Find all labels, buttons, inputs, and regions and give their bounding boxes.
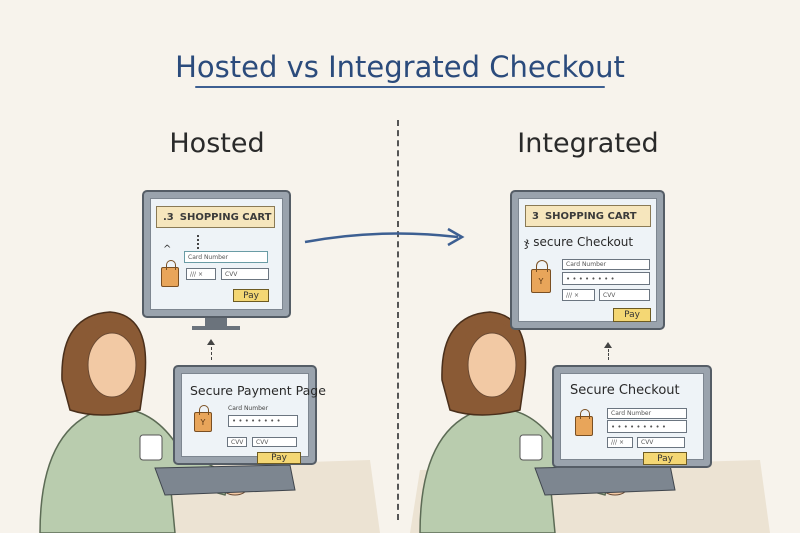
hosted-shop-monitor: .3 SHOPPING CART ^ Card Number /// × CVV… xyxy=(142,190,291,318)
integrated-checkout-monitor: Secure Checkout Card Number • • • • • • … xyxy=(552,365,712,468)
page-title: Hosted vs Integrated Checkout xyxy=(175,50,625,84)
pay-button[interactable]: Pay xyxy=(643,452,687,465)
hosted-heading: Hosted xyxy=(169,128,265,159)
checkout-title: Secure Checkout xyxy=(570,383,680,398)
cvv-input[interactable]: CVV xyxy=(599,289,650,301)
card-number-input[interactable]: • • • • • • • • xyxy=(228,415,298,427)
monitor-stand xyxy=(205,318,227,326)
pay-button[interactable]: Pay xyxy=(613,308,651,322)
shopping-bag-icon xyxy=(161,259,179,287)
expiry-input[interactable]: /// × xyxy=(607,437,633,448)
card-number-input[interactable]: Card Number xyxy=(562,259,650,270)
cvv-input[interactable]: CVV xyxy=(221,268,269,280)
payment-page-title: Secure Payment Page xyxy=(190,383,326,398)
flow-arrow xyxy=(304,227,465,247)
integrated-heading: Integrated xyxy=(517,128,659,159)
card-masked-input[interactable]: • • • • • • • • • xyxy=(607,420,687,433)
illustration-people xyxy=(39,311,770,533)
redirect-dots xyxy=(197,235,199,249)
cart-icon: .3 xyxy=(163,211,174,223)
cart-label: SHOPPING CART xyxy=(544,210,637,222)
cart-bar: .3 SHOPPING CART xyxy=(156,206,275,228)
expiry-input[interactable]: /// × xyxy=(186,268,216,280)
pay-button[interactable]: Pay xyxy=(257,452,301,464)
pay-button[interactable]: Pay xyxy=(233,289,269,302)
divider xyxy=(397,120,399,520)
title-underline xyxy=(195,86,605,88)
cvv-label-box: CVV xyxy=(227,437,247,447)
secure-checkout-label: ჯ secure Checkout xyxy=(524,235,634,249)
mug-icon xyxy=(139,434,163,461)
cart-icon: 3 xyxy=(532,210,539,222)
cart-label: SHOPPING CART xyxy=(179,211,272,223)
lock-icon: Y xyxy=(194,404,212,432)
cvv-input[interactable]: CVV xyxy=(252,437,297,447)
up-arrow-icon xyxy=(207,339,215,360)
caret-icon: ^ xyxy=(163,244,172,255)
card-number-label: Card Number xyxy=(228,405,269,412)
integrated-shop-monitor: 3 SHOPPING CART ჯ secure Checkout Y Card… xyxy=(510,190,665,330)
card-masked-input[interactable]: • • • • • • • • xyxy=(562,272,650,285)
secure-icon: ჯ xyxy=(524,235,534,249)
card-number-input[interactable]: Card Number xyxy=(184,251,268,263)
card-number-input[interactable]: Card Number xyxy=(607,408,687,419)
lock-icon: Y xyxy=(531,260,551,293)
cart-bar: 3 SHOPPING CART xyxy=(525,205,651,227)
keyboard-icon xyxy=(534,464,676,496)
hosted-payment-monitor: Secure Payment Page Y Card Number • • • … xyxy=(173,365,326,465)
monitor-base xyxy=(192,326,240,330)
keyboard-icon xyxy=(154,464,296,496)
up-arrow-icon xyxy=(604,342,612,360)
expiry-input[interactable]: /// × xyxy=(562,289,595,301)
mug-icon xyxy=(519,434,543,461)
cvv-input[interactable]: CVV xyxy=(637,437,685,448)
lock-icon xyxy=(575,408,593,436)
